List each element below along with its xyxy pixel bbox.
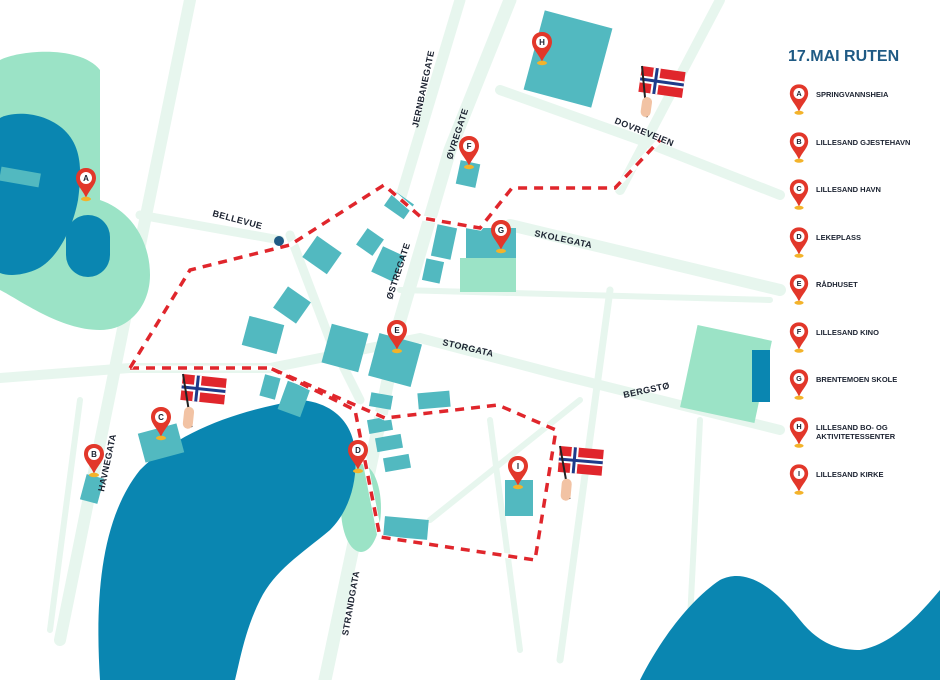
legend-item: H LILLESAND BO- OG AKTIVITETESSENTER: [789, 416, 940, 448]
map-pin-icon: H: [789, 416, 809, 448]
pin-letter-e: E: [394, 326, 400, 335]
pin-letter-i: I: [517, 462, 519, 471]
legend-item: I LILLESAND KIRKE: [789, 464, 940, 495]
legend-pin-letter: F: [797, 327, 802, 336]
norwegian-flag-icon: [557, 445, 604, 501]
legend-item-label: LILLESAND KINO: [816, 327, 879, 337]
legend-item-label: BRENTEMOEN SKOLE: [816, 375, 898, 384]
pin-letter-b: B: [91, 450, 97, 459]
legend-pin-letter: B: [796, 137, 801, 146]
legend-item: C LILLESAND HAVN: [789, 179, 940, 210]
pin-letter-a: A: [83, 174, 89, 183]
map-pin-icon: A: [789, 84, 809, 115]
legend-item: B LILLESAND GJESTEHAVN: [789, 131, 940, 163]
location-dot-icon: [274, 236, 284, 246]
legend: 17.MAI RUTEN A SPRINGVANNSHEIA B LILLESAND …: [770, 40, 940, 540]
legend-item: F LILLESAND KINO: [789, 321, 940, 353]
legend-item-label: LILLESAND BO- OG AKTIVITETESSENTER: [816, 422, 896, 441]
map-pin-f[interactable]: F: [459, 136, 479, 170]
map-pin-icon: C: [789, 179, 809, 210]
pin-letter-f: F: [467, 142, 472, 151]
pin-letter-g: G: [498, 226, 504, 235]
map-pin-g[interactable]: G: [491, 220, 511, 254]
legend-item-label: RÅDHUSET: [816, 280, 858, 289]
legend-item: A SPRINGVANNSHEIA: [789, 84, 940, 115]
legend-title: 17.MAI RUTEN: [788, 48, 900, 65]
legend-item: E RÅDHUSET: [789, 274, 940, 305]
map-pin-d[interactable]: D: [348, 440, 368, 474]
legend-item: D LEKEPLASS: [789, 226, 940, 258]
legend-item-label: LILLESAND GJESTEHAVN: [816, 137, 911, 147]
buildings: [0, 10, 613, 540]
legend-pin-letter: D: [796, 232, 801, 241]
map-pin-c[interactable]: C: [151, 407, 171, 441]
street-label-skolegata: SKOLEGATA: [534, 228, 594, 250]
legend-pin-letter: H: [796, 422, 801, 431]
legend-item-label: LILLESAND HAVN: [816, 185, 881, 194]
legend-pin-letter: E: [797, 279, 802, 288]
map-pin-icon: F: [789, 321, 809, 353]
legend-pin-letter: I: [798, 469, 800, 478]
parade-route-north-dashes: [128, 138, 662, 369]
legend-item: G BRENTEMOEN SKOLE: [789, 369, 940, 400]
norwegian-flag-icon: [180, 373, 227, 429]
map-pin-h[interactable]: H: [532, 32, 552, 66]
legend-item-label: LEKEPLASS: [816, 232, 862, 242]
map-pin-a[interactable]: A: [76, 168, 96, 202]
pin-letter-d: D: [355, 446, 361, 455]
map-pin-icon: G: [789, 369, 809, 400]
legend-item-label: SPRINGVANNSHEIA: [816, 90, 889, 99]
pin-letter-h: H: [539, 38, 545, 47]
map-pin-b[interactable]: B: [84, 444, 104, 478]
legend-pin-letter: A: [796, 89, 802, 98]
map-pin-icon: D: [789, 226, 809, 258]
norwegian-flag-icon: [638, 65, 686, 118]
water: [0, 113, 940, 680]
map-pin-icon: E: [789, 274, 809, 305]
legend-pin-letter: C: [796, 184, 802, 193]
map-pin-icon: I: [789, 464, 809, 495]
legend-pin-letter: G: [796, 374, 802, 383]
map-pin-icon: B: [789, 131, 809, 163]
legend-item-label: LILLESAND KIRKE: [816, 470, 884, 479]
pin-letter-c: C: [158, 413, 164, 422]
map-pin-e[interactable]: E: [387, 320, 407, 354]
map-pin-i[interactable]: I: [508, 456, 528, 490]
